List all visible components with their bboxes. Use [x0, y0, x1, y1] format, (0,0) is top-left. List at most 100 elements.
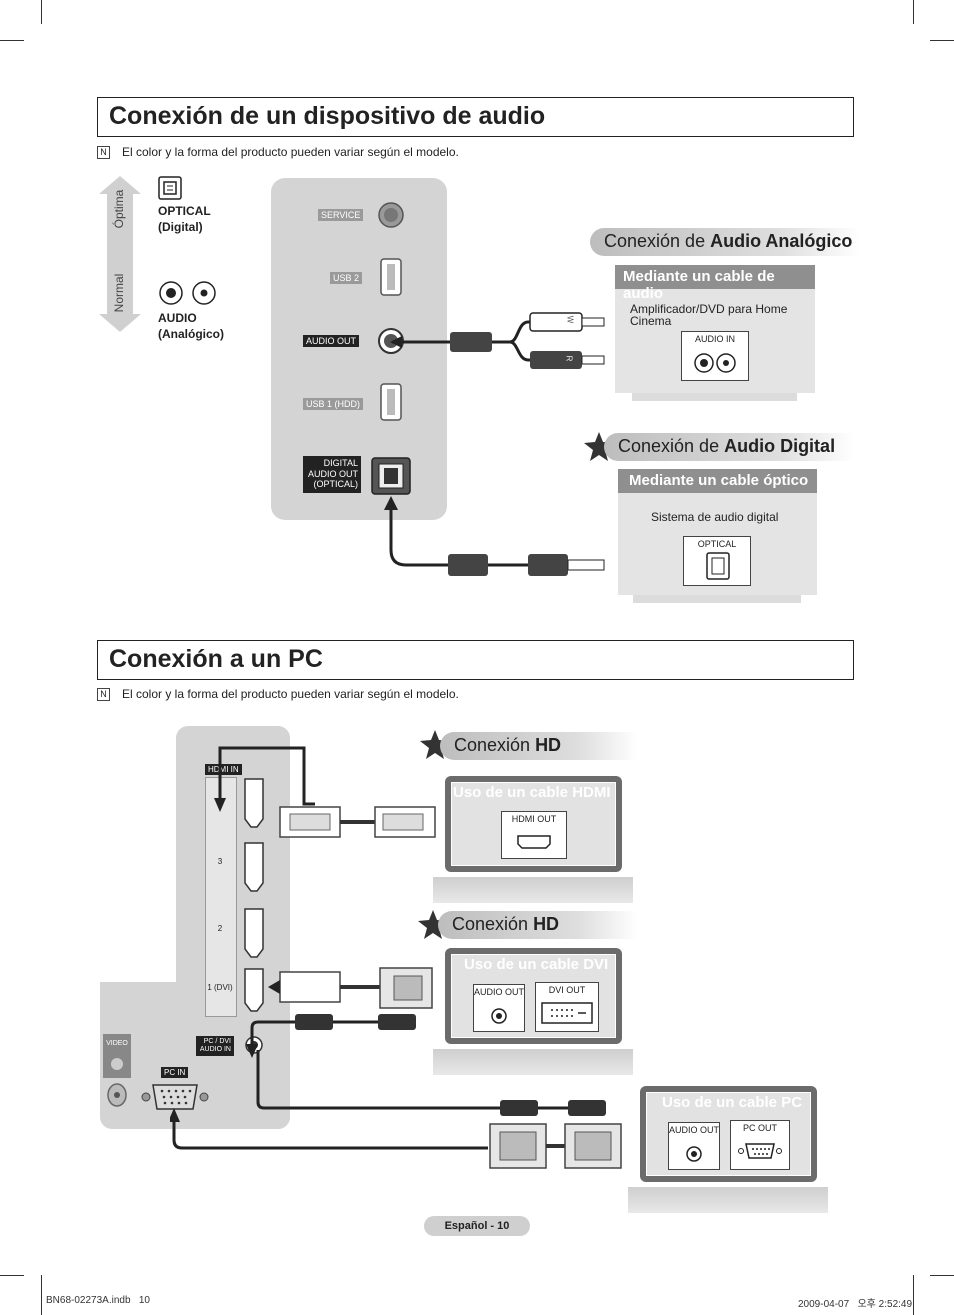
pc-audio-out-label: AUDIO OUT [669, 1125, 720, 1135]
pc-monitor-title: Uso de un cable PC [662, 1094, 803, 1111]
page-number: Español - 10 [424, 1216, 530, 1236]
plug-w-label: W [565, 315, 575, 324]
service-port-icon [378, 202, 404, 228]
hd2-title-bar: Conexión HD [438, 911, 638, 939]
hdmi-number-1: 1 (DVI) [207, 983, 233, 992]
section-pc-title: Conexión a un PC [109, 645, 323, 673]
legend-audio-line1: AUDIO [158, 311, 197, 325]
pc-dvi-line2: AUDIO IN [199, 1046, 231, 1053]
usb-hdd-port-icon [380, 383, 402, 421]
analog-device-feet [632, 393, 797, 401]
quality-bottom-label: Normal [112, 273, 126, 313]
pc-audio-out-jack: AUDIO OUT [668, 1122, 720, 1170]
note-icon: N [97, 688, 110, 702]
legend-audio-line2: (Analógico) [158, 327, 224, 341]
crop-mark [930, 1275, 954, 1276]
video-jack-icon [111, 1058, 123, 1070]
hdmi-keyboard [433, 877, 633, 903]
dvi-monitor-title: Uso de un cable DVI [464, 956, 609, 973]
section-pc-title-box: Conexión a un PC [97, 640, 854, 680]
note-icon: N [97, 146, 110, 160]
digital-device-header: Mediante un cable óptico [618, 469, 817, 493]
legend-audio: AUDIO (Analógico) [158, 310, 224, 342]
section-audio-title-box: Conexión de un dispositivo de audio [97, 97, 854, 137]
dvi-out-label: DVI OUT [548, 985, 586, 995]
legend-optical-line1: OPTICAL [158, 204, 211, 218]
star-icon [420, 730, 450, 759]
pc-out-jack: PC OUT [730, 1120, 790, 1170]
digital-line3: (OPTICAL) [313, 479, 358, 489]
port-label-service: SERVICE [318, 209, 364, 221]
crop-mark [41, 0, 42, 24]
star-icon [584, 432, 614, 461]
port-label-audio-out: AUDIO OUT [303, 335, 360, 347]
analog-device-header: Mediante un cable de audio [615, 265, 815, 302]
crop-mark [930, 40, 954, 41]
pc-in-label: PC IN [161, 1067, 189, 1078]
analog-title-bold: Audio Analógico [710, 231, 853, 251]
optical-in-port-icon [706, 552, 730, 580]
crop-mark [41, 1275, 42, 1315]
audio-out-port-icon [378, 328, 404, 354]
port-label-usb2: USB 2 [330, 272, 363, 284]
hdmi-in-label: HDMI IN [205, 764, 242, 775]
legend-optical: OPTICAL (Digital) [158, 203, 211, 235]
analog-cable-header: Mediante un cable de audio [623, 268, 775, 302]
video-label: VIDEO [106, 1040, 128, 1047]
hdmi-number-2: 2 [217, 924, 223, 933]
analog-title-bar: Conexión de Audio Analógico [590, 228, 860, 256]
pc-keyboard [628, 1187, 828, 1213]
hdmi-out-label: HDMI OUT [511, 814, 557, 824]
hd1-title-bar: Conexión HD [440, 732, 638, 760]
hd2-title-bold: HD [533, 914, 560, 934]
hd2-title: Conexión HD [452, 914, 559, 935]
star-icon [418, 910, 448, 939]
hd1-title: Conexión HD [454, 735, 561, 756]
hdmi-monitor-title: Uso de un cable HDMI [453, 784, 611, 801]
crop-mark [913, 1275, 914, 1315]
quality-top-label: Óptima [112, 189, 126, 229]
crop-mark [0, 1275, 24, 1276]
port-label-usb1: USB 1 (HDD) [303, 398, 364, 410]
digital-title-prefix: Conexión de [618, 436, 725, 456]
pc-cables [170, 746, 622, 1169]
vga-port-icon [141, 1084, 209, 1110]
analog-title-prefix: Conexión de [604, 231, 711, 251]
audio-in-jack: AUDIO IN [681, 331, 749, 381]
plug-r-label: R [564, 355, 574, 362]
footer-file: BN68-02273A.indb 10 [46, 1295, 150, 1306]
digital-device: Mediante un cable óptico Sistema de audi… [618, 469, 817, 595]
pc-dvi-line1: PC / DVI [203, 1038, 231, 1045]
quality-arrow [99, 176, 141, 332]
audio-rca-icon [159, 281, 216, 305]
optical-in-jack: OPTICAL [683, 536, 751, 586]
dvi-monitor: Uso de un cable DVI AUDIO OUT DVI OUT [445, 948, 622, 1044]
hd1-title-bold: HD [535, 735, 562, 755]
digital-line1: DIGITAL [323, 458, 358, 468]
port-label-digital-audio-out: DIGITAL AUDIO OUT (OPTICAL) [303, 456, 361, 493]
pc-out-port-icon [738, 1143, 782, 1159]
dvi-out-jack: DVI OUT [535, 982, 599, 1032]
dvi-audio-out-icon [491, 1008, 507, 1024]
hdmi-number-strip [205, 777, 237, 1017]
section-audio-title: Conexión de un dispositivo de audio [109, 102, 546, 130]
pc-dvi-audio-in-label: PC / DVI AUDIO IN [196, 1036, 234, 1056]
note-text: El color y la forma del producto pueden … [122, 687, 459, 701]
analog-device: Mediante un cable de audio Amplificador/… [615, 265, 815, 393]
pc-monitor: Uso de un cable PC AUDIO OUT PC OUT [640, 1086, 817, 1182]
optical-port-icon [158, 176, 182, 200]
crop-mark [913, 0, 914, 24]
digital-device-name: Sistema de audio digital [651, 510, 779, 524]
analog-device-name: Amplificador/DVD para Home Cinema [630, 302, 788, 328]
dvi-audio-out-jack: AUDIO OUT [473, 984, 525, 1032]
dvi-keyboard [433, 1049, 633, 1075]
audio-in-rca-icon [694, 353, 736, 373]
hdmi-ports-icon [244, 778, 264, 1012]
video-port-block: VIDEO [103, 1034, 131, 1078]
hdmi-out-jack: HDMI OUT [501, 811, 567, 859]
pc-out-label: PC OUT [742, 1123, 777, 1133]
hdmi-out-port-icon [517, 835, 551, 849]
footer-date: 2009-04-07 오후 2:52:49 [798, 1299, 913, 1310]
audio-cables [384, 312, 605, 576]
hd1-title-prefix: Conexión [454, 735, 536, 755]
